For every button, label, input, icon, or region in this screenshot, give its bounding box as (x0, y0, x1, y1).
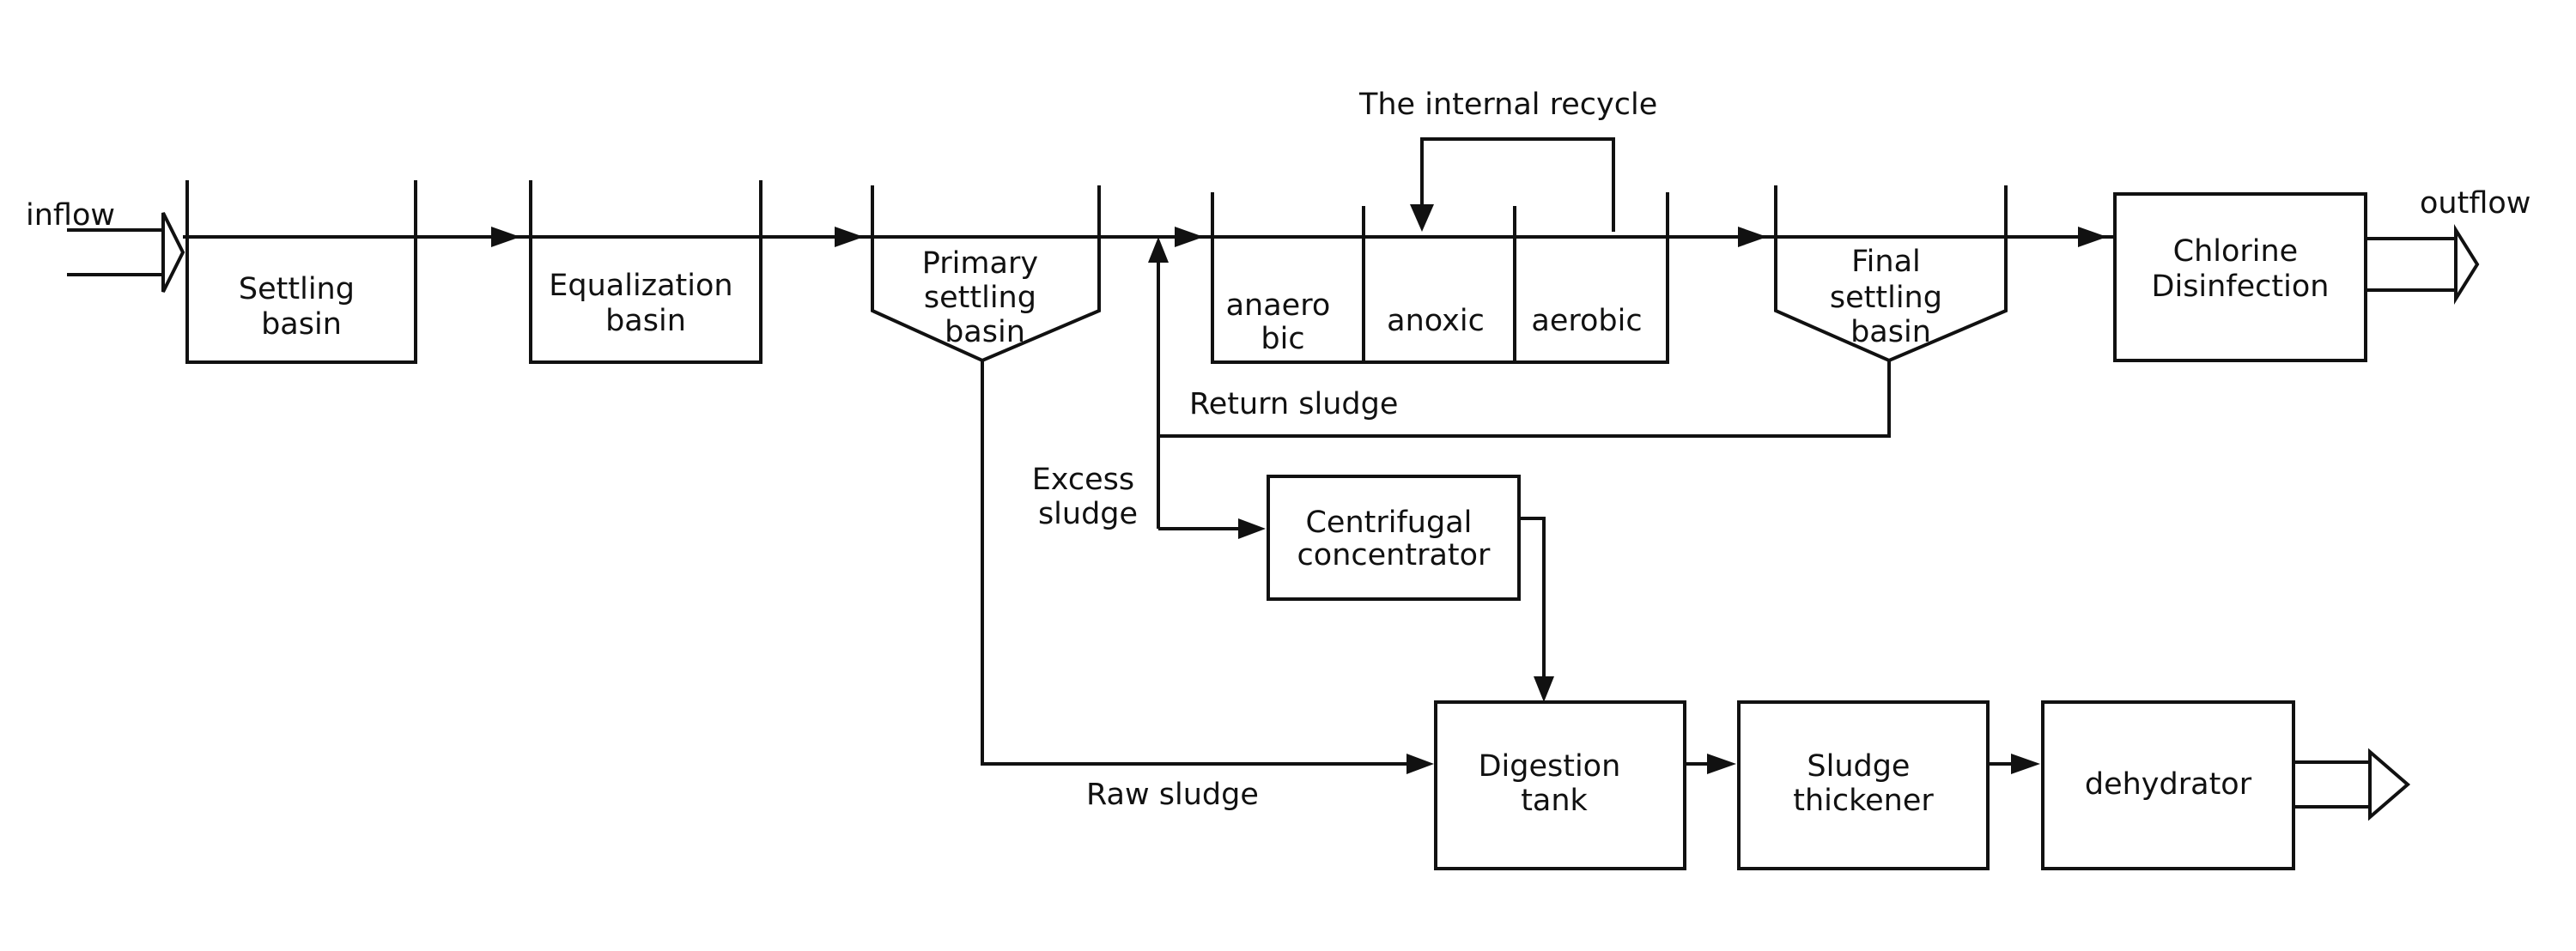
anoxic-zone-label: anoxic (1387, 304, 1485, 338)
equalization-basin (529, 180, 762, 364)
sludge-thickener-label: Sludge thickener (1793, 749, 1934, 818)
equalization-basin-label: Equalization basin (549, 269, 742, 338)
inflow-arrow (67, 212, 185, 293)
excess-sludge-label: Excess sludge (1032, 463, 1145, 531)
excess-sludge-line (1158, 518, 1266, 539)
settling-basin-label: Settling basin (239, 272, 364, 342)
outflow-label: outflow (2420, 186, 2530, 221)
return-sludge-label: Return sludge (1189, 387, 1398, 421)
settling-basin (185, 180, 417, 364)
main-flow-line (183, 227, 2115, 247)
internal-recycle-label: The internal recycle (1358, 88, 1657, 122)
sludge-thickener-box (1737, 700, 1990, 870)
digestion-to-thickener-arrow (1685, 754, 1736, 774)
final-settling-basin-label: Final settling basin (1830, 245, 1952, 349)
primary-settling-basin-label: Primary settling basin (922, 246, 1048, 349)
dehydrator-output-arrow (2293, 748, 2411, 821)
return-sludge-line (1148, 237, 1891, 529)
centrifugal-concentrator-box (1267, 475, 1521, 601)
centrifugal-concentrator-label: Centrifugal concentrator (1297, 506, 1491, 572)
raw-sludge-label: Raw sludge (1086, 778, 1259, 812)
inflow-label: inflow (26, 198, 115, 233)
chlorine-disinfection-label: Chlorine Disinfection (2152, 234, 2330, 304)
biological-reactor (1211, 192, 1669, 364)
aerobic-zone-label: aerobic (1531, 304, 1642, 338)
raw-sludge-line (981, 360, 1434, 774)
concentrator-to-digestion-line (1519, 517, 1554, 702)
internal-recycle-line (1410, 137, 1615, 232)
chlorine-disinfection-box (2113, 192, 2367, 362)
thickener-to-dehydrator-arrow (1988, 754, 2040, 774)
dehydrator-label: dehydrator (2085, 767, 2252, 802)
digestion-tank-label: Digestion tank (1479, 749, 1631, 818)
digestion-tank-box (1434, 700, 1686, 870)
dehydrator-box (2041, 700, 2295, 870)
anaerobic-zone-label: anaero bic (1226, 288, 1340, 356)
outflow-arrow (2366, 224, 2480, 305)
